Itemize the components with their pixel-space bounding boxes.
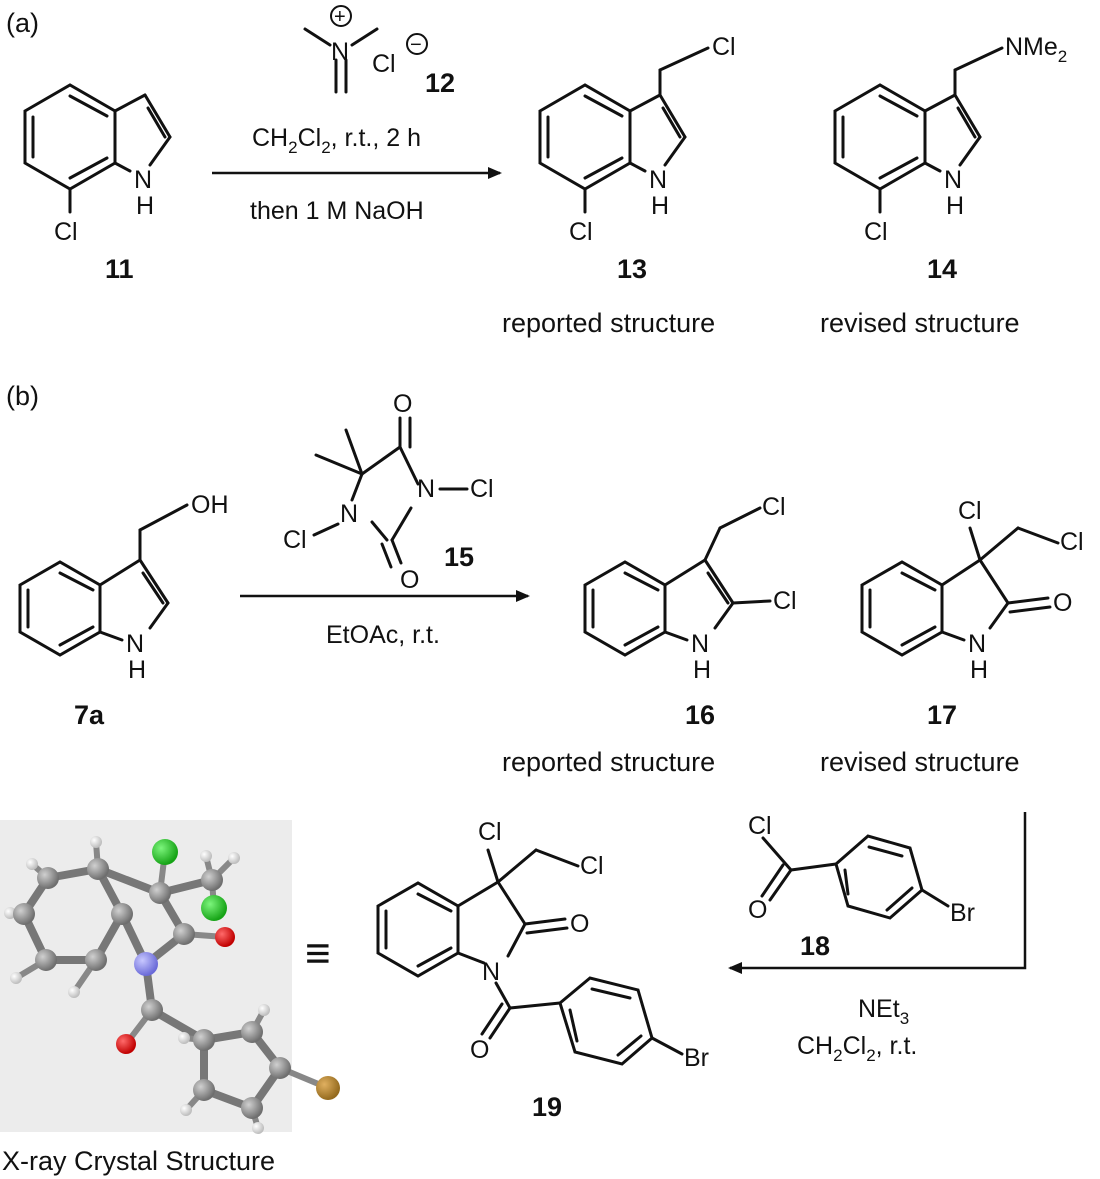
reagent-15-n-left: N <box>340 500 358 528</box>
reagent-12-minus: − <box>410 34 422 56</box>
compound-19-structure: Cl Cl O N O Br <box>376 818 709 1072</box>
c13-nh-n: N <box>649 166 667 194</box>
compound-16-structure: Cl Cl N H <box>583 493 797 684</box>
conditions-a-line2: then 1 M NaOH <box>250 197 424 225</box>
panel-a-label: (a) <box>6 8 39 38</box>
c19-br: Br <box>684 1044 709 1072</box>
conditions-c-line1: NEt3 <box>858 995 909 1028</box>
c19-cl-3: Cl <box>478 818 502 846</box>
c7a-nh-h: H <box>128 656 146 684</box>
reagent-15-cl-right: Cl <box>470 475 494 503</box>
c19-n: N <box>482 958 500 986</box>
reagent-18-o: O <box>748 896 767 924</box>
c17-nh-n: N <box>968 630 986 658</box>
c17-cl-side: Cl <box>1060 528 1084 556</box>
compound-13-number: 13 <box>617 254 647 284</box>
reagent-18-cl: Cl <box>748 812 772 840</box>
reagent-15-o-top: O <box>393 390 412 418</box>
reagent-18-br: Br <box>950 899 975 927</box>
xray-structure-image <box>0 820 340 1134</box>
reaction-arrow-c <box>728 812 1027 974</box>
reagent-12-cl: Cl <box>372 50 396 78</box>
c14-nme2: NMe2 <box>1005 33 1067 66</box>
c13-cl-side: Cl <box>712 33 736 61</box>
compound-14-caption: revised structure <box>820 308 1020 338</box>
compound-14-structure: N H Cl NMe2 <box>833 33 1067 246</box>
conditions-b: EtOAc, r.t. <box>326 621 440 649</box>
reagent-15-number: 15 <box>444 542 474 572</box>
c16-nh-h: H <box>693 656 711 684</box>
reagent-18-number: 18 <box>800 931 830 961</box>
compound-16-number: 16 <box>685 700 715 730</box>
compound-7a-number: 7a <box>74 700 105 730</box>
c19-o-amide: O <box>470 1036 489 1064</box>
compound-17-number: 17 <box>927 700 957 730</box>
compound-13-structure: N H Cl Cl <box>538 33 736 246</box>
reagent-18-structure: Cl O Br <box>748 812 975 927</box>
panel-b-label: (b) <box>6 381 39 411</box>
compound-17-structure: Cl Cl O N H <box>860 497 1084 684</box>
c17-cl-3: Cl <box>958 497 982 525</box>
compound-7a-structure: OH N H <box>18 491 229 684</box>
reagent-15-o-bot: O <box>400 566 419 594</box>
conditions-a-line1: CH2Cl2, r.t., 2 h <box>252 124 421 157</box>
c16-cl-side: Cl <box>762 493 786 521</box>
c7a-oh: OH <box>191 491 229 519</box>
c19-o-lactam: O <box>570 910 589 938</box>
reagent-12-n: N <box>331 38 349 66</box>
c19-cl-side: Cl <box>580 852 604 880</box>
compound-14-number: 14 <box>927 254 957 284</box>
c11-nh-h: H <box>136 192 154 220</box>
xray-caption: X-ray Crystal Structure <box>2 1146 275 1176</box>
c17-o: O <box>1053 589 1072 617</box>
compound-16-caption: reported structure <box>502 747 715 777</box>
c16-cl-2: Cl <box>773 587 797 615</box>
reagent-12-plus: + <box>334 6 346 28</box>
c11-cl: Cl <box>54 218 78 246</box>
c14-nh-h: H <box>946 192 964 220</box>
compound-19-number: 19 <box>532 1092 562 1122</box>
reagent-15-structure: O N Cl N Cl O <box>283 390 494 594</box>
c13-nh-h: H <box>651 192 669 220</box>
compound-11-structure: N H Cl <box>23 83 172 246</box>
c14-cl: Cl <box>864 218 888 246</box>
c11-nh-n: N <box>134 166 152 194</box>
c7a-nh-n: N <box>126 630 144 658</box>
c14-nh-n: N <box>944 166 962 194</box>
compound-13-caption: reported structure <box>502 308 715 338</box>
equivalence-symbol: ≡ <box>305 929 331 978</box>
compound-11-number: 11 <box>105 254 134 284</box>
c13-cl: Cl <box>569 218 593 246</box>
conditions-c-line2: CH2Cl2, r.t. <box>797 1032 917 1065</box>
reagent-15-n-right: N <box>417 475 435 503</box>
c16-nh-n: N <box>691 630 709 658</box>
c17-nh-h: H <box>970 656 988 684</box>
compound-17-caption: revised structure <box>820 747 1020 777</box>
reagent-12-number: 12 <box>425 68 455 98</box>
reagent-12-structure: N + Cl − <box>303 5 428 94</box>
reagent-15-cl-left: Cl <box>283 526 307 554</box>
